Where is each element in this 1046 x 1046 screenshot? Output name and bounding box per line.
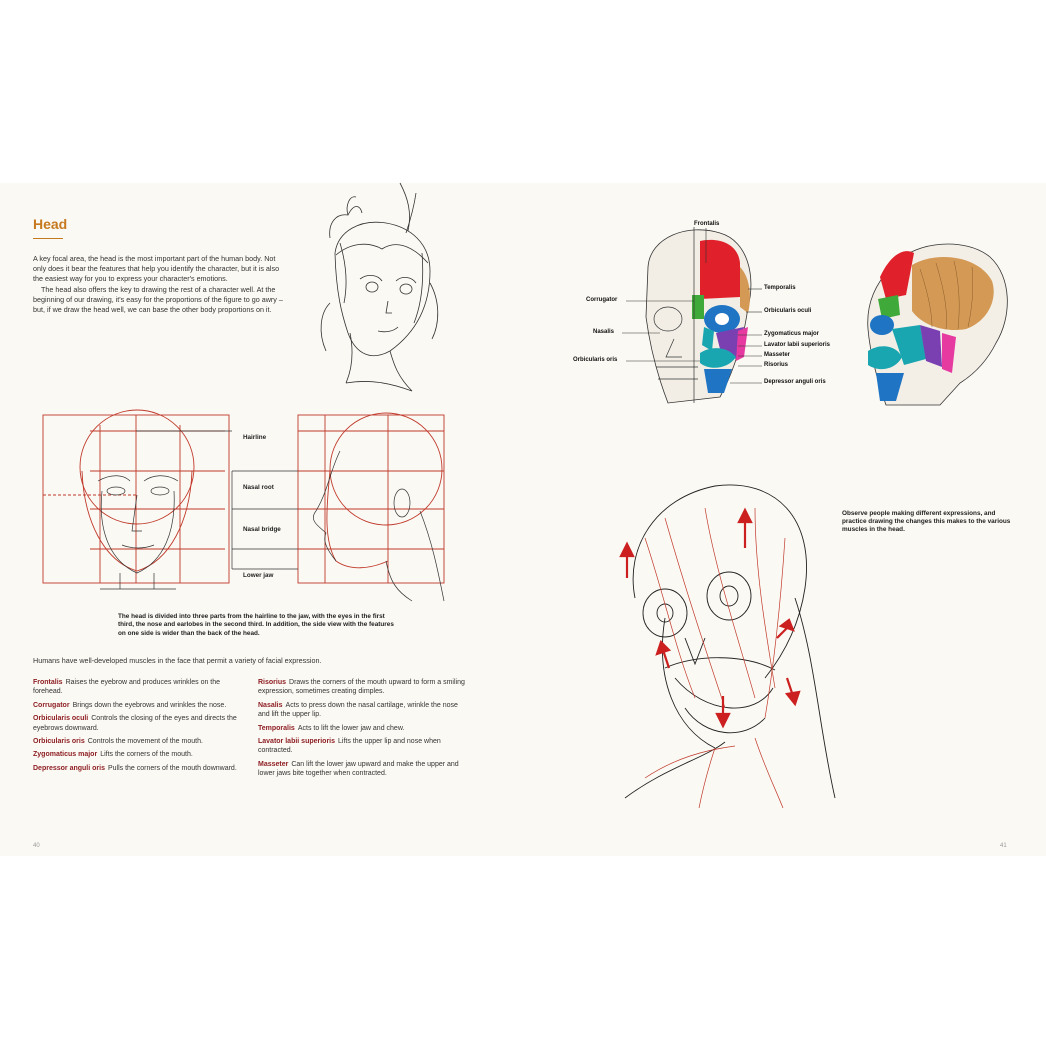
term: Nasalis (258, 701, 283, 709)
term: Masseter (258, 760, 289, 768)
desc: Raises the eyebrow and produces wrinkles… (33, 679, 221, 696)
label-nasalis: Nasalis (593, 329, 615, 335)
front-diagram-leader-lines (622, 228, 762, 384)
page-number-left: 40 (33, 843, 40, 849)
label-orbicularis-oris: Orbicularis oris (573, 357, 618, 363)
desc: Draws the corners of the mouth upward to… (258, 679, 465, 696)
proportion-caption: The head is divided into three parts fro… (118, 613, 394, 637)
label-hairline: Hairline (243, 434, 267, 441)
book-spread: Head A key focal area, the head is the m… (0, 182, 1046, 856)
character-sketch (320, 182, 439, 392)
desc: Can lift the lower jaw upward and make t… (258, 760, 459, 778)
term: Lavator labii superioris (258, 738, 336, 746)
desc: Controls the movement of the mouth. (87, 738, 203, 746)
muscles-intro: Humans have well-developed muscles in th… (33, 656, 322, 665)
label-frontalis: Frontalis (694, 221, 720, 227)
desc: Acts to lift the lower jaw and chew. (297, 724, 405, 732)
term: Zygomaticus major (33, 751, 98, 759)
head-proportion-diagram (42, 409, 445, 602)
page-number-right: 41 (1000, 843, 1007, 849)
intro-text: A key focal area, the head is the most i… (33, 254, 283, 315)
desc: Controls the closing of the eyes and dir… (33, 715, 237, 732)
front-muscle-diagram (645, 227, 752, 404)
term: Orbicularis oris (33, 738, 85, 746)
page-title: Head (33, 216, 68, 232)
label-orbicularis-oculi: Orbicularis oculi (764, 308, 812, 314)
expression-sketch (619, 484, 836, 809)
term: Corrugator (33, 701, 70, 709)
term: Frontalis (33, 679, 63, 686)
desc: Pulls the corners of the mouth downward. (107, 764, 237, 772)
term: Orbicularis oculi (33, 715, 89, 723)
intro-paragraph-1: A key focal area, the head is the most i… (33, 254, 280, 284)
label-temporalis: Temporalis (764, 285, 796, 291)
desc: Lifts the corners of the mouth. (100, 751, 193, 759)
term: Temporalis (258, 724, 295, 732)
title-underline (33, 238, 63, 239)
label-masseter: Masseter (764, 352, 791, 358)
term: Depressor anguli oris (33, 764, 105, 772)
side-muscle-diagram (867, 243, 1008, 406)
label-corrugator: Corrugator (586, 297, 618, 303)
desc: Brings down the eyebrows and wrinkles th… (72, 701, 227, 709)
label-risorius: Risorius (764, 362, 789, 368)
expression-note: Observe people making different expressi… (842, 510, 1011, 534)
desc: Acts to press down the nasal cartilage, … (258, 701, 458, 719)
desc: Lifts the upper lip and nose when contra… (258, 738, 441, 755)
intro-paragraph-2: The head also offers the key to drawing … (33, 284, 283, 315)
label-lavator-labii-superioris: Lavator labii superioris (764, 342, 831, 348)
label-nasal-root: Nasal root (243, 484, 274, 491)
label-lower-jaw: Lower jaw (243, 572, 274, 579)
term: Risorius (258, 679, 287, 686)
label-nasal-bridge: Nasal bridge (243, 526, 281, 533)
label-zygomaticus-major: Zygomaticus major (764, 331, 820, 337)
label-depressor-anguli-oris: Depressor anguli oris (764, 379, 826, 385)
